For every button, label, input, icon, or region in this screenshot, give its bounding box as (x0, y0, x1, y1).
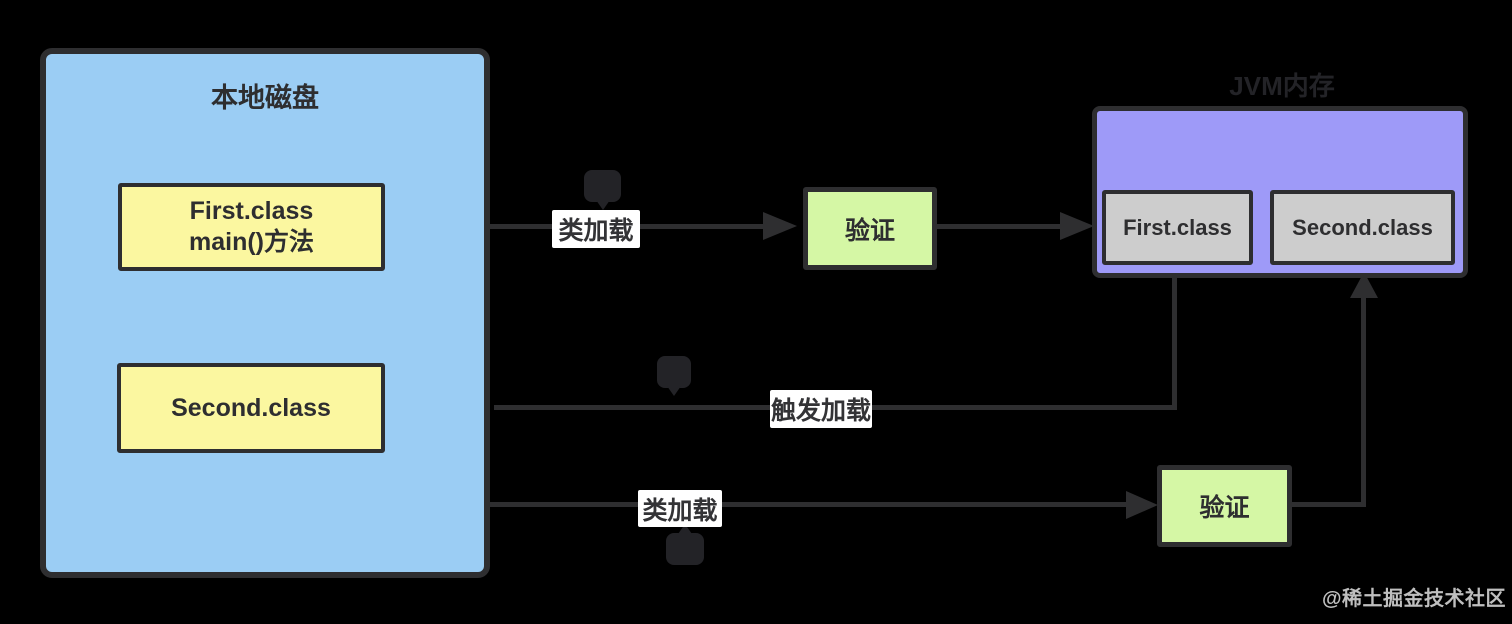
jvm-memory-title: JVM内存 (1229, 71, 1335, 101)
node-verify-top: 验证 (803, 187, 937, 270)
second-class-label: Second.class (171, 393, 331, 422)
node-verify-bottom: 验证 (1157, 465, 1292, 547)
verify-bottom-label: 验证 (1199, 494, 1250, 522)
edge-verify-to-up (1292, 502, 1366, 507)
node-jvm-first-class: First.class (1102, 190, 1253, 265)
step-marker-3-icon (666, 533, 704, 565)
node-second-class-file: Second.class (117, 363, 385, 453)
jvm-second-class-label: Second.class (1292, 214, 1433, 240)
local-disk-title: 本地磁盘 (211, 83, 319, 113)
main-method-label: main()方法 (188, 228, 314, 256)
step-marker-2-icon (657, 356, 691, 388)
watermark: @稀土掘金技术社区 (1322, 588, 1507, 610)
step-marker-1-tail-icon (596, 200, 610, 210)
jvm-first-class-label: First.class (1123, 214, 1232, 240)
arrowhead-into-verify-bottom-icon (1126, 491, 1158, 519)
step-marker-2-tail-icon (667, 386, 681, 396)
arrowhead-into-jvm-icon (1060, 212, 1094, 240)
node-jvm-second-class: Second.class (1270, 190, 1455, 265)
step-marker-3-tail-icon (678, 524, 692, 534)
edge-label-trigger-load: 触发加载 (770, 390, 872, 428)
edge-label-class-load-bottom: 类加载 (638, 490, 722, 527)
edge-verify-to-jvm (937, 224, 1062, 229)
edge-label-class-load-top: 类加载 (552, 210, 640, 248)
verify-top-label: 验证 (844, 216, 895, 245)
edge-firstclass-down (1172, 265, 1177, 410)
first-class-label: First.class (189, 196, 314, 225)
local-disk-container (40, 48, 490, 578)
edge-up-to-jvm-second (1361, 295, 1366, 507)
arrowhead-into-verify-top-icon (763, 212, 797, 240)
step-marker-1-icon (584, 170, 621, 202)
node-first-class-file: First.class main()方法 (118, 183, 385, 271)
